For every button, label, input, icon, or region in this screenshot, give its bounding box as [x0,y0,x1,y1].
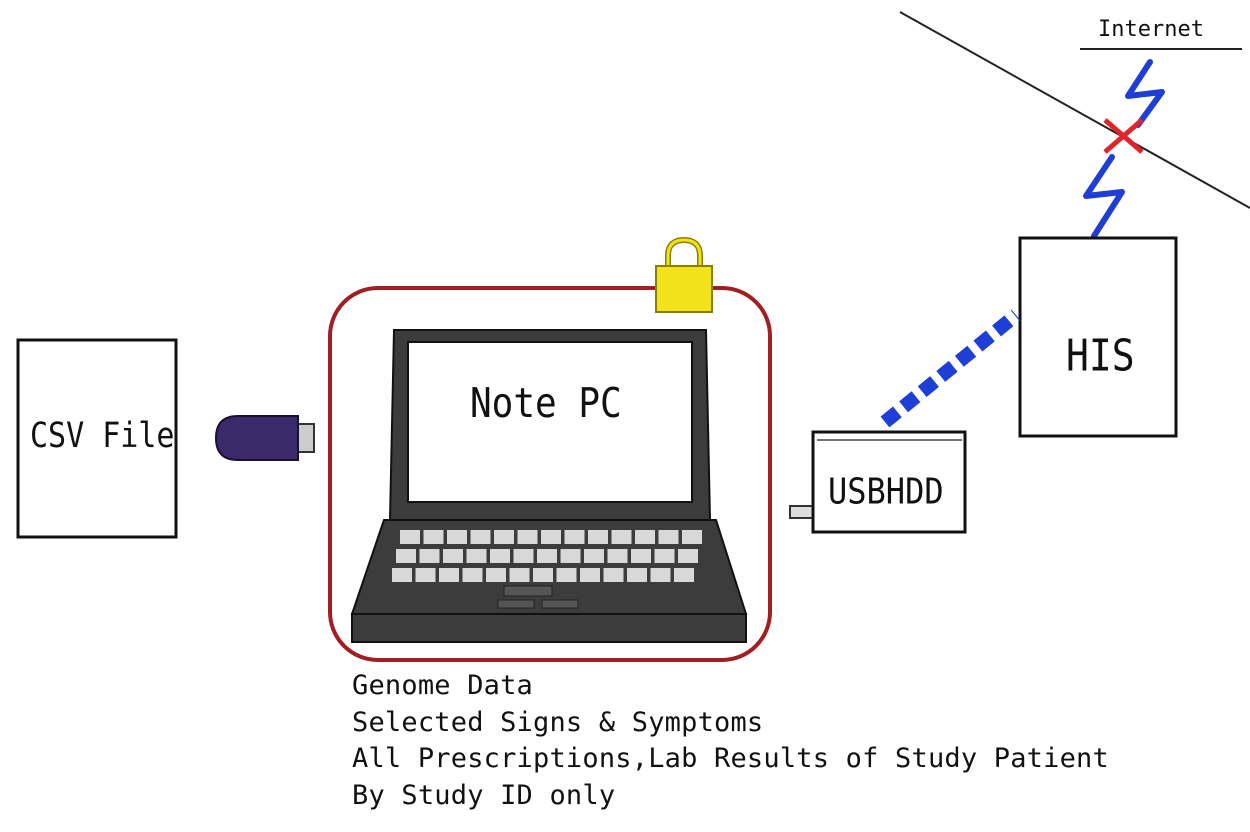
keyboard-key [556,568,577,582]
keyboard-key [560,549,581,563]
usb-hdd-icon [789,430,967,534]
keyboard-key [627,568,647,582]
keyboard-key [584,549,604,563]
keyboard-key [537,549,557,563]
internet-boundary-line [899,11,1250,209]
keyboard-key [447,530,467,544]
keyboard-key [674,568,694,582]
keyboard-key [611,530,632,544]
keyboard-key [462,568,483,582]
keyboard-key [392,568,412,582]
keyboard-key [533,568,553,582]
keyboard-key [494,530,514,544]
keyboard-key [517,530,538,544]
keyboard-key [588,530,608,544]
csv-file-label: CSV File [30,416,175,457]
keyboard-key [443,549,463,563]
keyboard-key [400,530,420,544]
keyboard-key [486,568,506,582]
keyboard-key [658,530,679,544]
keyboard-key [439,568,459,582]
keyboard-key [470,530,491,544]
keyboard-key [419,549,440,563]
keyboard-key [466,549,487,563]
his-server-box [1018,236,1178,438]
keyboard-key [654,549,675,563]
keyboard-key [415,568,436,582]
secure-area-border [328,286,772,662]
wireless-link-icon [1125,59,1165,128]
note-line-genome: Genome Data [352,670,534,701]
keyboard-key [396,549,416,563]
wireless-link-lower-icon [1083,154,1125,239]
keyboard-key [513,549,534,563]
note-line-prescriptions: All Prescriptions,Lab Results of Study P… [352,743,1109,774]
csv-file-box [16,338,178,539]
keyboard-key [631,549,651,563]
keyboard-key [682,530,702,544]
laptop-icon [350,329,748,643]
keyboard-key [564,530,585,544]
keyboard-key [580,568,600,582]
dashed-link [880,309,1021,428]
keyboard-key [603,568,624,582]
keyboard-key [650,568,671,582]
his-label: HIS [1066,330,1135,381]
lock-icon [655,236,713,313]
keyboard-key [678,549,698,563]
keyboard-key [607,549,628,563]
data-description-notes: Genome Data Selected Signs & Symptoms Al… [352,668,1109,814]
note-line-signs: Selected Signs & Symptoms [352,706,764,738]
keyboard-key [541,530,561,544]
keyboard-key [635,530,655,544]
note-line-study-id: By Study ID only [352,779,616,811]
usb-stick-icon [214,415,315,461]
keyboard-key [490,549,510,563]
keyboard-key [509,568,530,582]
notepc-label: Note PC [470,380,622,428]
usbhdd-label: USBHDD [828,470,944,513]
keyboard-key [423,530,444,544]
blocked-x-icon [1103,118,1144,154]
internet-label: Internet [1098,17,1204,42]
